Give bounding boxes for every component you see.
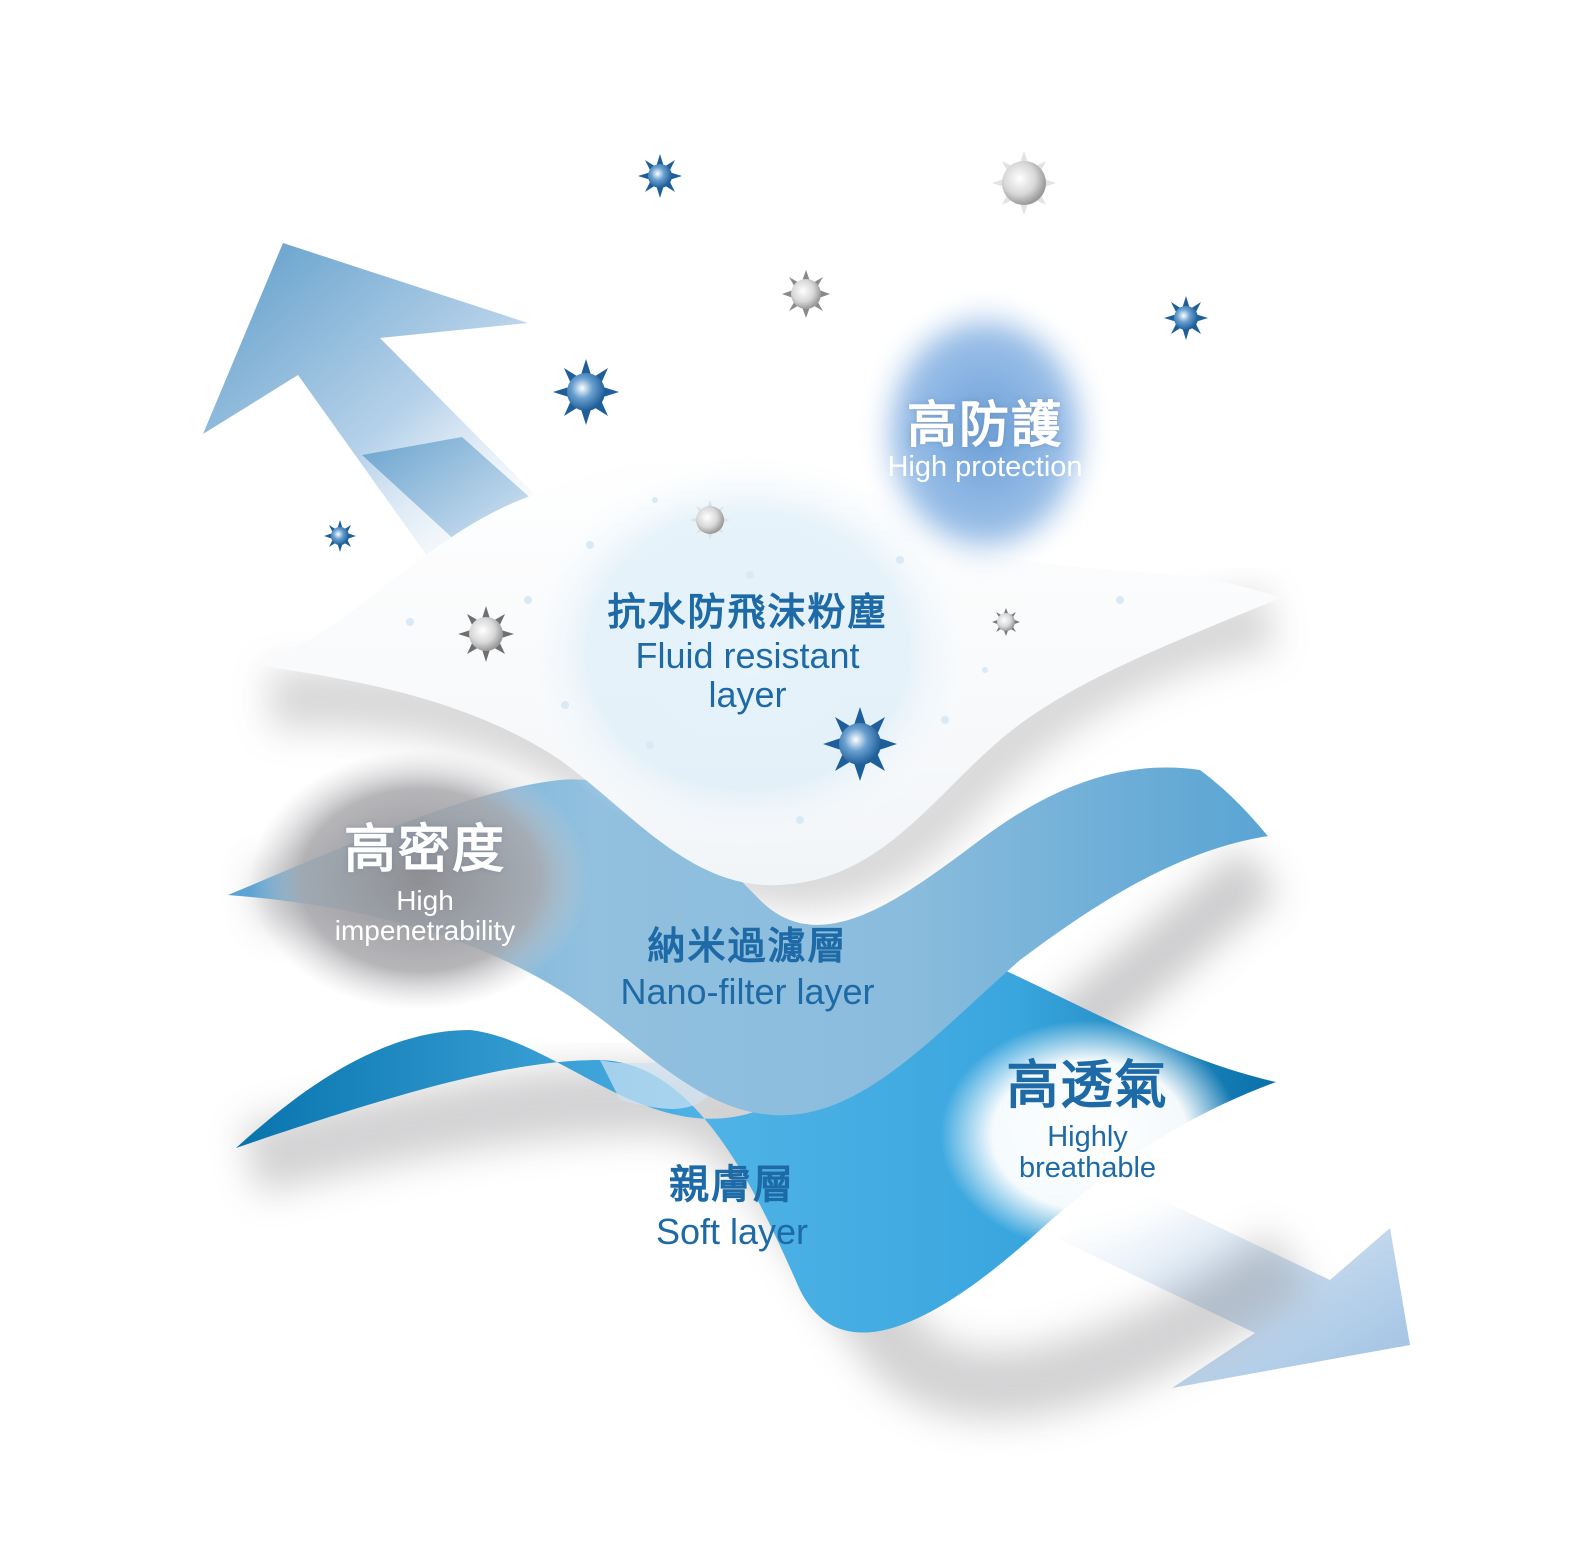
high-protection-label: 高防護 High protection	[860, 398, 1110, 483]
density-blob	[250, 750, 590, 1010]
fluid-layer-label: 抗水防飛沫粉塵 Fluid resistant layer	[560, 590, 935, 715]
breathable-en-1: Highly	[1047, 1121, 1128, 1154]
soft-layer-en: Soft layer	[655, 1211, 809, 1253]
dust-particle-icon	[458, 606, 514, 662]
soft-layer-label: 親膚層 Soft layer	[612, 1162, 852, 1253]
breathable-glow	[940, 1020, 1240, 1250]
dust-particle-icon	[690, 500, 730, 540]
dust-particle-icon	[992, 151, 1056, 215]
nano-layer-en: Nano-filter layer	[620, 971, 875, 1013]
high-density-zh: 高密度	[343, 820, 506, 880]
high-protection-en: High protection	[887, 451, 1083, 483]
high-density-en-2: impenetrability	[334, 915, 516, 947]
breathable-label: 高透氣 Highly breathable	[980, 1058, 1195, 1185]
nano-layer-zh: 納米過濾層	[647, 924, 848, 968]
dust-particle-icon	[992, 608, 1020, 636]
fluid-layer-en-1: Fluid resistant	[635, 635, 860, 677]
high-protection-zh: 高防護	[907, 396, 1063, 454]
virus-particle-icon	[1164, 296, 1208, 340]
virus-particle-icon	[553, 359, 619, 425]
protection-hexagon	[865, 292, 1105, 575]
fluid-layer-en-2: layer	[708, 673, 787, 715]
breathable-zh: 高透氣	[1006, 1056, 1169, 1116]
fluid-layer-zh: 抗水防飛沫粉塵	[607, 590, 888, 634]
droplets	[406, 497, 1124, 824]
dust-particle-icon	[782, 270, 830, 318]
high-density-en-1: High	[396, 885, 454, 917]
virus-particle-icon	[324, 520, 356, 552]
virus-particle-icon	[823, 707, 897, 781]
nano-layer-label: 納米過濾層 Nano-filter layer	[575, 924, 920, 1013]
virus-particle-icon	[638, 154, 682, 198]
high-density-label: 高密度 High impenetrability	[300, 822, 550, 947]
soft-layer-zh: 親膚層	[669, 1162, 795, 1208]
breathable-en-2: breathable	[1018, 1152, 1157, 1185]
